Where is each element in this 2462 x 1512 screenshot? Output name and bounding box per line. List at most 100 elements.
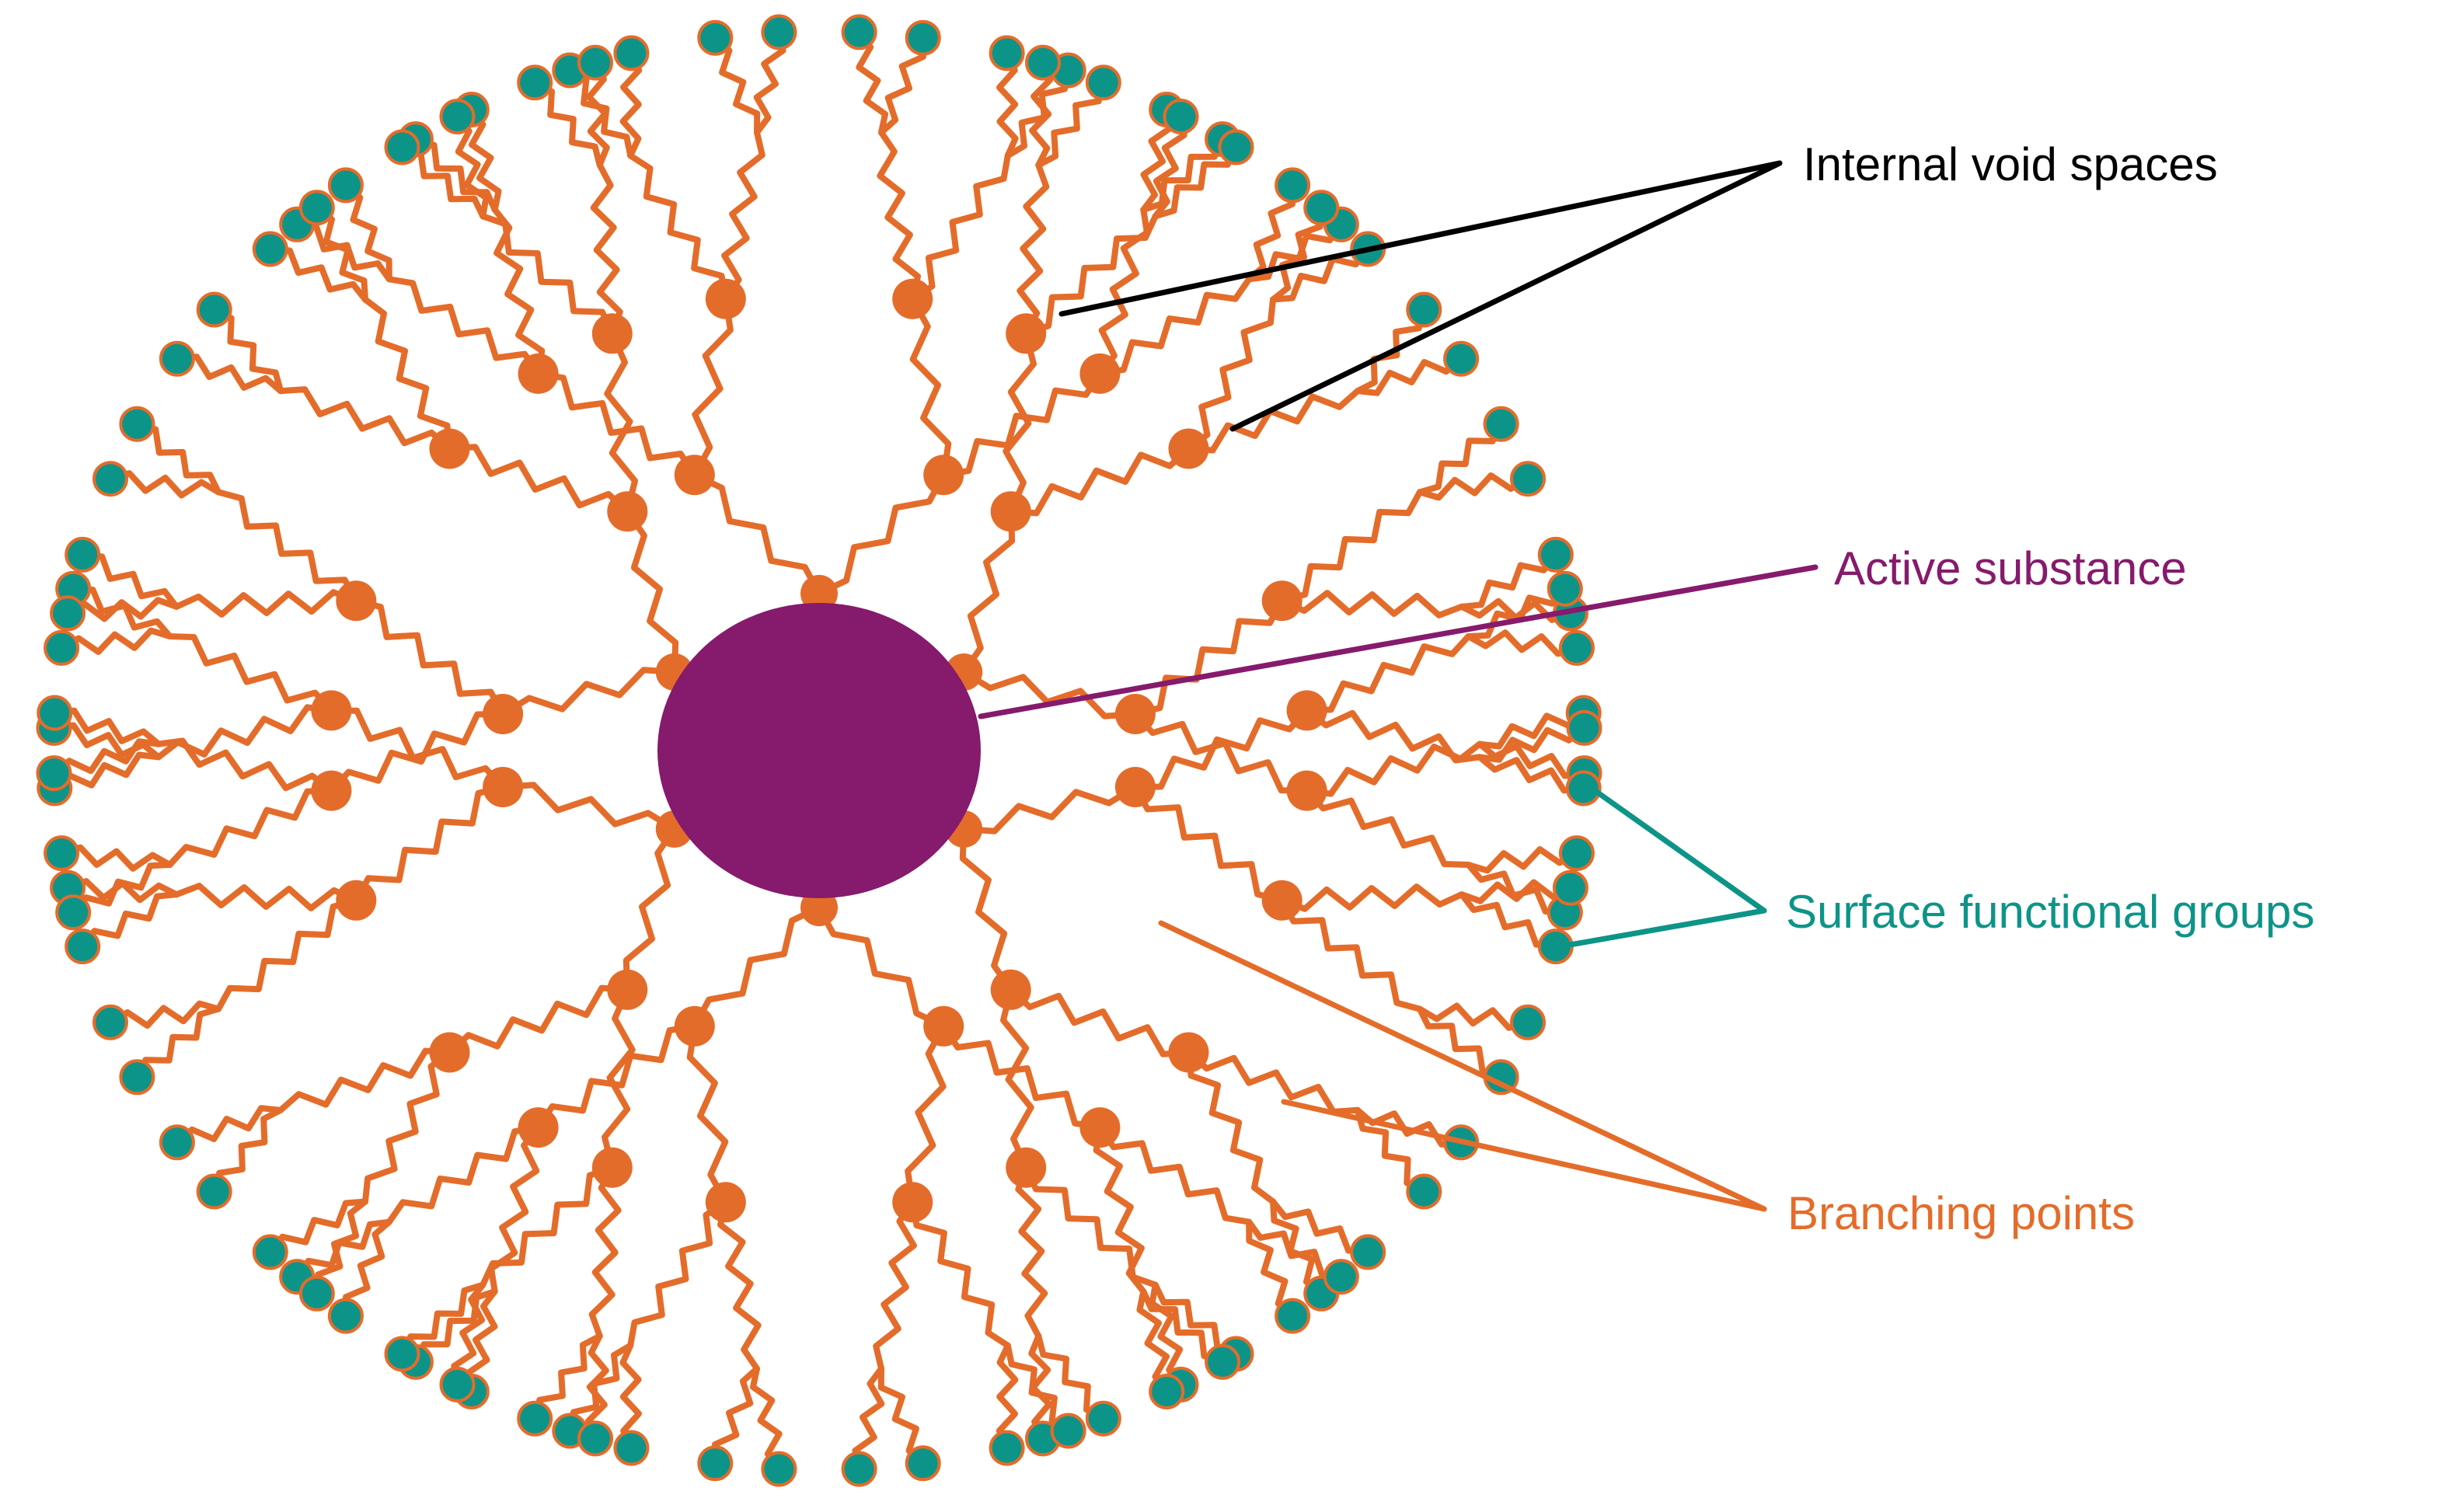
bond-terminal	[1035, 1333, 1107, 1422]
surface-functional-group	[1218, 129, 1254, 165]
bond-gen3	[1278, 883, 1465, 912]
bond-gen2	[353, 597, 507, 717]
bond-gen3	[1303, 633, 1472, 714]
bond-gen3	[1023, 213, 1159, 337]
bond-gen3	[1017, 162, 1050, 337]
bond-gen3	[717, 1199, 762, 1372]
surface-functional-group	[1163, 99, 1199, 134]
bond-gen3	[1185, 1049, 1361, 1115]
bond-gen3	[1303, 740, 1483, 797]
bond-terminal	[267, 1198, 368, 1256]
bond-gen3	[909, 152, 1011, 302]
bond-gen2	[1007, 986, 1192, 1057]
bond-gen1	[816, 472, 947, 597]
bond-terminal	[1416, 420, 1505, 496]
bond-gen3	[215, 897, 360, 1012]
surface-functional-group	[384, 129, 420, 165]
bond-terminal	[1416, 1002, 1531, 1031]
branch-point	[607, 969, 648, 1010]
bond-gen3	[1278, 897, 1423, 1012]
branch-point	[1114, 767, 1156, 807]
bond-gen3	[721, 129, 765, 302]
bond-terminal	[211, 306, 284, 395]
bond-terminal	[267, 246, 368, 303]
bond-terminal	[1465, 629, 1580, 657]
bond-gen3	[1015, 1164, 1048, 1340]
bond-terminal	[567, 67, 634, 159]
bond-gen2	[353, 784, 507, 904]
bond-gen2	[940, 370, 1104, 479]
bond-gen1	[691, 472, 822, 597]
bond-terminal	[1354, 355, 1465, 396]
branch-point	[674, 1005, 715, 1047]
branch-point	[705, 278, 746, 319]
bond-gen2	[535, 370, 698, 479]
branch-point	[705, 1182, 746, 1223]
bond-terminal	[1354, 1106, 1428, 1195]
branch-point	[1006, 1147, 1047, 1188]
leader-surface-groups-2	[1540, 908, 1767, 953]
surface-functional-group	[697, 1445, 734, 1482]
bond-gen2	[905, 1023, 947, 1206]
bond-gen3	[1023, 1164, 1159, 1288]
surface-functional-group	[1085, 64, 1121, 101]
bond-gen2	[1003, 330, 1037, 515]
bond-gen2	[446, 444, 631, 515]
bond-gen3	[173, 883, 360, 911]
bond-terminal	[468, 106, 502, 213]
bond-terminal	[1152, 144, 1240, 220]
surface-functional-group	[1085, 1400, 1121, 1437]
bond-gen3	[1093, 1124, 1147, 1295]
surface-functional-group	[65, 928, 101, 965]
bond-gen1	[622, 826, 678, 993]
active-substance-core	[657, 603, 981, 898]
branch-point	[1261, 880, 1302, 921]
surface-functional-group	[577, 1420, 613, 1457]
surface-functional-group	[517, 64, 553, 101]
bond-terminal	[107, 1000, 222, 1029]
surface-functional-group	[119, 1059, 155, 1096]
surface-functional-group	[196, 1173, 232, 1210]
bond-gen3	[155, 704, 335, 761]
branch-point	[483, 694, 524, 734]
branch-point	[311, 770, 352, 811]
bond-gen3	[627, 1199, 729, 1349]
bond-gen3	[479, 1164, 616, 1288]
bond-terminal	[1004, 1342, 1072, 1434]
surface-functional-group	[1483, 406, 1519, 442]
surface-functional-group	[196, 291, 232, 328]
bond-terminal	[211, 1106, 284, 1195]
bond-gen2	[446, 984, 631, 1056]
bond-terminal	[451, 1281, 486, 1388]
bond-gen2	[328, 711, 507, 794]
bond-gen2	[1132, 784, 1285, 904]
bond-terminal	[399, 1281, 486, 1357]
branch-point	[429, 1032, 470, 1073]
surface-functional-group	[384, 1336, 420, 1372]
surface-functional-group	[1323, 1259, 1359, 1295]
bond-gen3	[873, 1199, 917, 1372]
bond-terminal	[1458, 891, 1559, 950]
bond-gen1	[500, 667, 678, 717]
bond-gen3	[1185, 1049, 1276, 1205]
leader-internal-void-1	[1058, 160, 1783, 317]
branch-point	[1286, 690, 1327, 731]
bond-terminal	[342, 182, 392, 283]
branch-point	[591, 313, 633, 354]
surface-functional-group	[439, 99, 476, 134]
surface-functional-group	[159, 1124, 195, 1161]
bond-gen1	[961, 508, 1016, 675]
bond-terminal	[1246, 1218, 1296, 1319]
surface-functional-group	[1149, 1374, 1185, 1409]
bond-terminal	[1477, 754, 1587, 794]
surface-functional-group	[36, 755, 72, 792]
surface-functional-group	[1510, 1004, 1546, 1040]
branch-point	[674, 455, 715, 496]
branch-point	[518, 353, 559, 394]
bond-gen1	[691, 904, 822, 1029]
bond-terminal	[1465, 846, 1580, 874]
branch-point	[1079, 353, 1121, 394]
branch-point	[800, 889, 838, 927]
leader-active-substance	[978, 564, 1819, 719]
bond-gen3	[166, 787, 335, 868]
